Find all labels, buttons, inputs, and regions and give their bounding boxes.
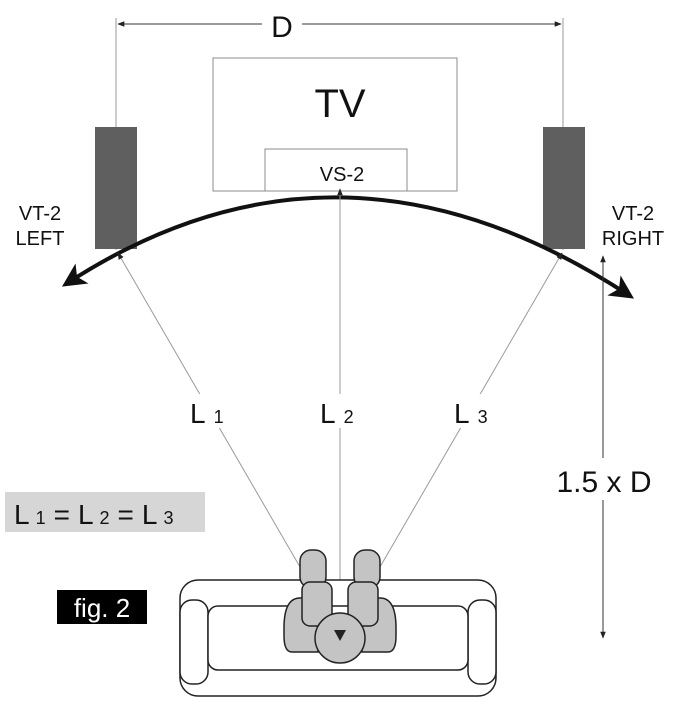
tv-label: TV [314,82,365,126]
listener-focus-point-icon [334,630,346,641]
l2-label-background [316,394,364,428]
eq-equals-2: = [118,499,134,530]
eq-l3-letter: L [142,499,158,530]
sofa-arm-right [467,599,497,685]
listener-leg-right [347,581,379,627]
center-speaker-box [264,148,408,192]
eq-l3-sub: 3 [163,508,173,528]
distance-label-background [546,458,662,500]
eq-l1-letter: L [14,499,30,530]
l2-subscript: 2 [344,407,354,427]
distance-label: 1.5 x D [556,466,651,499]
l2-letter: L [320,398,336,429]
eq-equals-1: = [54,499,70,530]
l1-subscript: 1 [214,407,224,427]
right-speaker-model: VT-2 [612,203,654,225]
left-speaker-model: VT-2 [19,203,61,225]
right-speaker [543,127,585,249]
d-label: D [271,11,293,44]
figure-label: fig. 2 [74,593,130,623]
listener-leg-left [301,581,333,627]
left-speaker [95,127,137,249]
l3-letter: L [454,398,470,429]
eq-l1-sub: 1 [36,508,46,528]
listening-arc [61,195,635,299]
sofa-arm-left [179,599,209,685]
l3-label-background [450,394,498,428]
listener [283,549,397,664]
figure-label-box [57,590,147,624]
l1-label-background [186,394,234,428]
d-label-background [262,8,302,40]
l3-subscript: 3 [478,407,488,427]
eq-l2-sub: 2 [100,508,110,528]
eq-l2-letter: L [78,499,94,530]
l1-letter: L [190,398,206,429]
left-speaker-side: LEFT [16,228,65,250]
right-speaker-side: RIGHT [602,228,664,250]
center-speaker-label: VS-2 [320,164,364,186]
equation-box [5,492,205,532]
